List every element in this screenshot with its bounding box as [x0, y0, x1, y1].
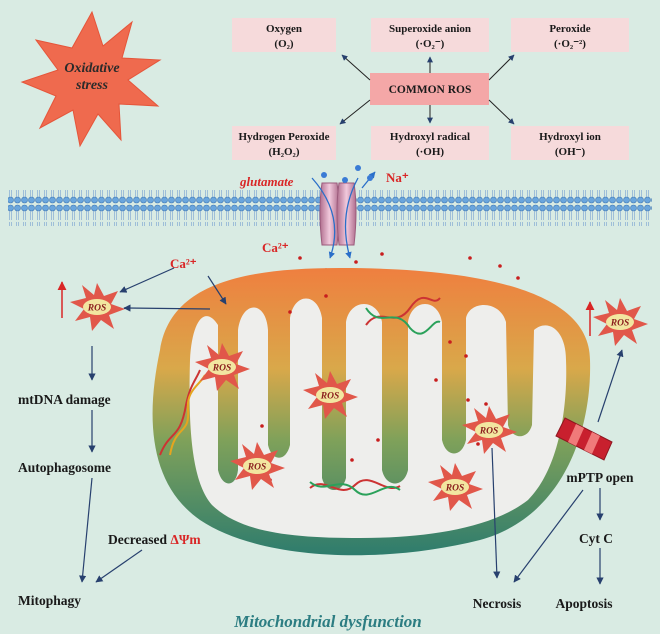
ros-label: ROS [610, 319, 629, 329]
ros-star-matrix-3: ROS [230, 442, 285, 490]
hydrogen-peroxide-name: Hydrogen Peroxide [239, 131, 330, 143]
stress-label-line1: Oxidative [64, 61, 119, 76]
membrane-potential-prefix: Decreased [108, 532, 170, 547]
superoxide-name: Superoxide anion [389, 23, 471, 35]
apoptosis-label: Apoptosis [555, 596, 612, 611]
hydroxyl-ion-name: Hydroxyl ion [539, 131, 601, 143]
box-superoxide [371, 18, 489, 52]
hydroxyl-radical-formula: (·OH) [416, 146, 444, 158]
hydroxyl-radical-name: Hydroxyl radical [390, 131, 470, 143]
oxygen-formula: (O₂) [274, 38, 294, 50]
ros-stars: ROS ROS ROS ROS ROS ROS [70, 283, 648, 511]
ros-species: Oxygen (O₂) Superoxide anion (·O₂⁻) Pero… [232, 18, 629, 160]
necrosis-label: Necrosis [473, 596, 522, 611]
glutamate-channel [311, 165, 376, 259]
calcium-entry-label: Ca²⁺ [262, 240, 289, 255]
mtdna-damage-label: mtDNA damage [18, 392, 111, 407]
box-oxygen [232, 18, 336, 52]
ros-star-matrix-5: ROS [428, 463, 483, 511]
ros-connectors [339, 54, 515, 125]
autophagosome-label: Autophagosome [18, 460, 111, 475]
hydrogen-peroxide-formula: (H₂O₂) [268, 146, 299, 158]
peroxide-formula: (·O₂⁻²) [554, 38, 586, 50]
oxygen-name: Oxygen [266, 23, 302, 35]
oxidative-stress-star: Oxidative stress [20, 10, 162, 148]
ros-star-matrix-1: ROS [195, 343, 250, 391]
hydroxyl-ion-formula: (OH⁻) [555, 146, 586, 158]
sodium-label: Na⁺ [386, 170, 409, 185]
membrane-potential-symbol: ΔΨm [170, 532, 201, 547]
membrane-potential-label: Decreased ΔΨm [108, 532, 201, 547]
ros-label: ROS [247, 463, 266, 473]
ros-label: ROS [445, 484, 464, 494]
mitochondrion [152, 268, 591, 556]
common-ros-label: COMMON ROS [389, 84, 472, 96]
ros-label: ROS [212, 364, 231, 374]
box-hydrogen-peroxide [232, 126, 336, 160]
ros-label: ROS [320, 392, 339, 402]
ros-label: ROS [479, 427, 498, 437]
peroxide-name: Peroxide [549, 23, 590, 35]
box-hydroxyl-radical [371, 126, 489, 160]
superoxide-formula: (·O₂⁻) [416, 38, 445, 50]
ros-star-right: ROS [593, 298, 648, 346]
glutamate-label: glutamate [239, 174, 294, 189]
pathway-arrows [79, 267, 624, 585]
dna-strands [159, 296, 441, 496]
ros-star-matrix-2: ROS [303, 371, 358, 419]
box-common-ros [370, 73, 489, 105]
cyt-c-label: Cyt C [579, 531, 613, 546]
mptp-pore-icon [555, 417, 613, 461]
stress-label-line2: stress [75, 78, 108, 93]
box-peroxide [511, 18, 629, 52]
mitophagy-label: Mitophagy [18, 593, 81, 608]
box-hydroxyl-ion [511, 126, 629, 160]
ros-star-left: ROS [70, 283, 125, 331]
calcium-left-label: Ca²⁺ [170, 256, 197, 271]
figure-caption: Mitochondrial dysfunction [233, 612, 422, 631]
mptp-open-label: mPTP open [566, 470, 634, 485]
ros-label: ROS [87, 304, 106, 314]
ros-star-matrix-4: ROS [462, 406, 517, 454]
